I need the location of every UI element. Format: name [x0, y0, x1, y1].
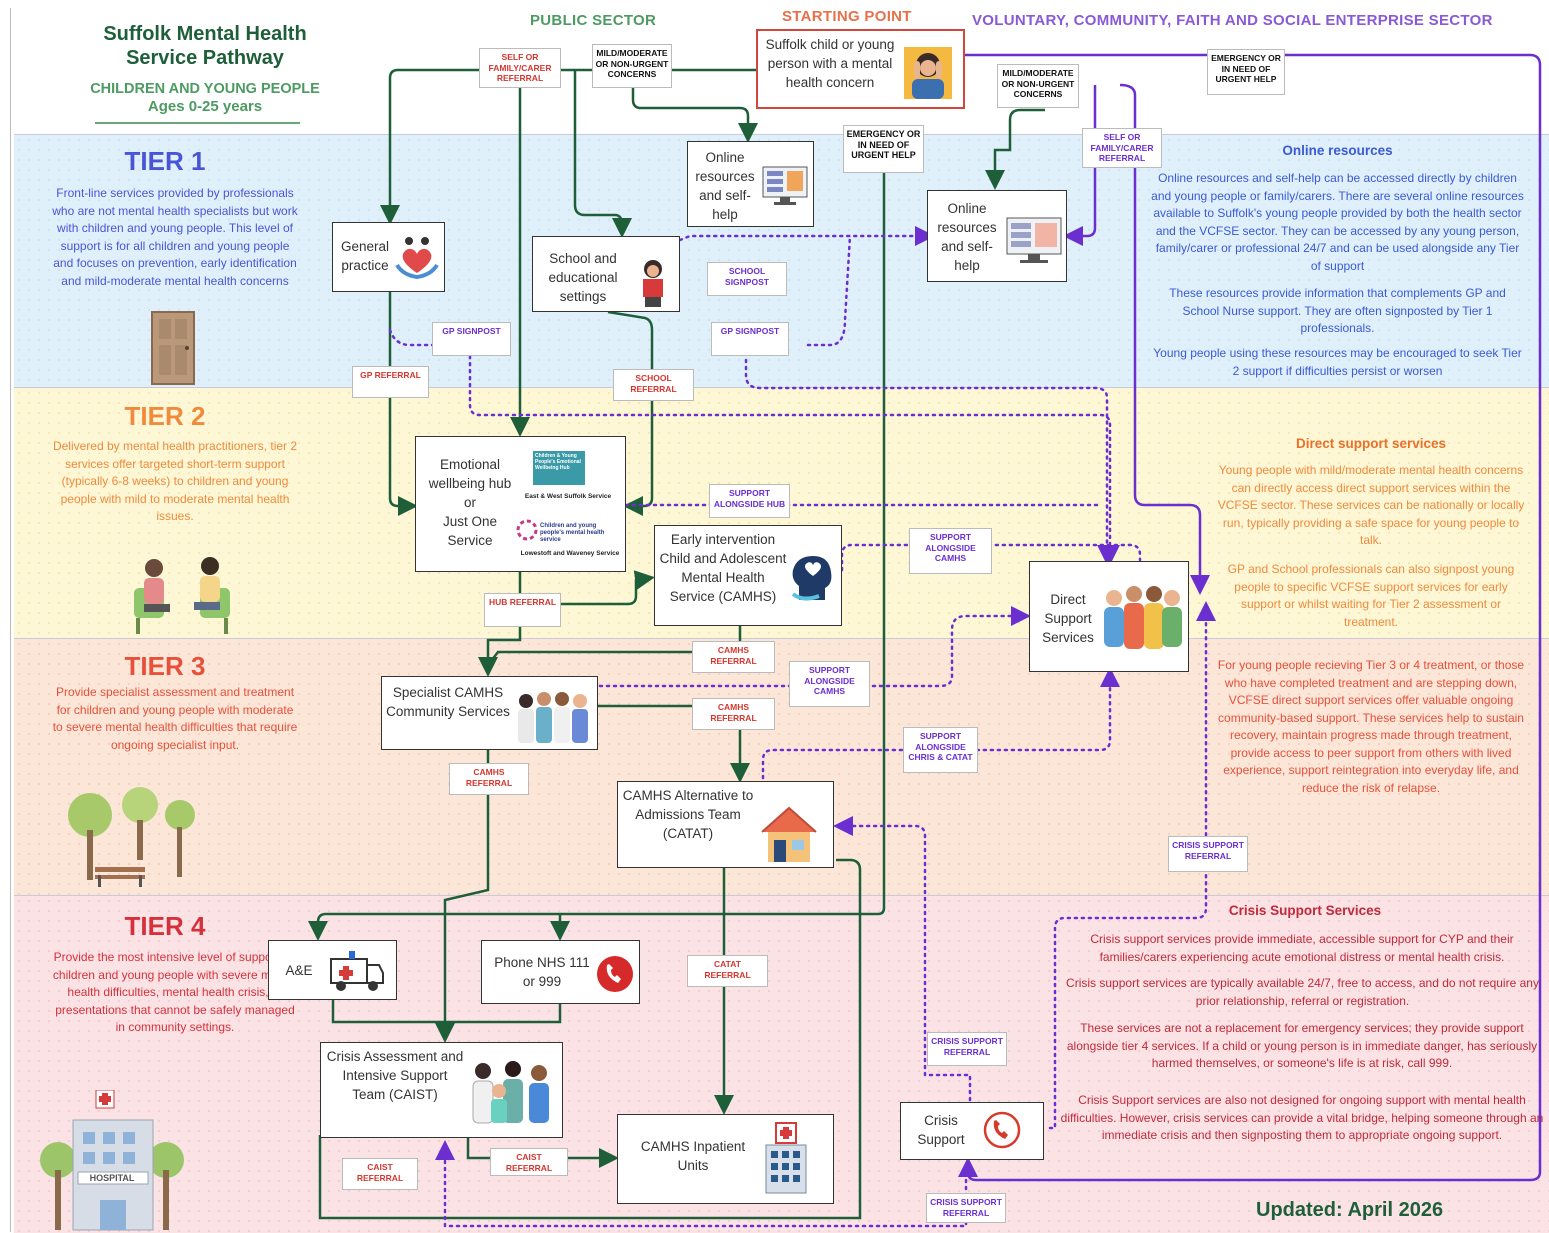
tag-hub-referral: HUB REFERRAL [484, 593, 561, 627]
tier1-title: TIER 1 [124, 146, 206, 176]
phone-icon [597, 956, 633, 992]
distressed-child-icon [904, 47, 952, 99]
tag-self-referral-left: SELF OR FAMILY/CARER REFERRAL [479, 48, 561, 88]
hospital-building-icon [765, 1122, 807, 1194]
tag-mild-left: MILD/MODERATE OR NON-URGENT CONCERNS [592, 44, 672, 88]
direct-support-para-3: For young people recieving Tier 3 or 4 t… [1217, 658, 1525, 795]
tag-camhs-referral-2: CAMHS REFERRAL [692, 698, 775, 730]
tier4-description: Provide the most intensive level of supp… [52, 950, 298, 1034]
tag-support-chris: SUPPORT ALONGSIDE CHRIS & CATAT [903, 727, 978, 773]
crisis-support-para-4: Crisis Support services are also not des… [1060, 1093, 1544, 1142]
tag-mild-right: MILD/MODERATE OR NON-URGENT CONCERNS [997, 64, 1079, 108]
tag-gp-signpost-2: GP SIGNPOST [711, 322, 789, 356]
park-illustration-icon [68, 787, 195, 887]
tier4-title: TIER 4 [124, 911, 206, 941]
online-resources-vcfse-box[interactable]: Online resources and self-help [927, 190, 1067, 282]
tag-camhs-referral-3: CAMHS REFERRAL [449, 763, 529, 795]
student-icon [643, 260, 663, 307]
house-icon [761, 806, 817, 862]
tier2-description: Delivered by mental health practitioners… [52, 439, 298, 523]
young-people-group-icon [1104, 586, 1182, 649]
tag-school-referral: SCHOOL REFERRAL [613, 369, 694, 401]
specialist-camhs-box[interactable]: Specialist CAMHS Community Services [381, 676, 598, 750]
crisis-support-box[interactable]: Crisis Support [900, 1102, 1044, 1160]
tag-support-camhs-2: SUPPORT ALONGSIDE CAMHS [789, 661, 870, 707]
online-resources-para-2: These resources provide information that… [1169, 286, 1506, 335]
left-border [10, 8, 11, 1232]
hub-logo-caption: East & West Suffolk Service [524, 493, 612, 500]
tag-gp-referral: GP REFERRAL [352, 366, 429, 398]
online-resources-heading: Online resources [1282, 143, 1393, 158]
ae-box[interactable]: A&E [268, 940, 397, 1000]
public-sector-heading: PUBLIC SECTOR [530, 12, 657, 29]
tier3-description: Provide specialist assessment and treatm… [52, 685, 298, 752]
crisis-support-para-3: These services are not a replacement for… [1066, 1021, 1538, 1070]
emotional-wellbeing-hub-box[interactable]: Emotional wellbeing hub or Just One Serv… [415, 436, 626, 572]
tag-self-referral-right: SELF OR FAMILY/CARER REFERRAL [1082, 128, 1162, 168]
jos-logo-caption: Lowestoft and Waveney Service [520, 550, 620, 557]
updated-date: Updated: April 2026 [1256, 1199, 1444, 1221]
counselling-illustration-icon [134, 557, 230, 634]
page-subtitle: CHILDREN AND YOUNG PEOPLE Ages 0-25 year… [90, 81, 320, 115]
caist-box[interactable]: Crisis Assessment and Intensive Support … [320, 1042, 563, 1138]
online-resources-para-1: Online resources and self-help can be ac… [1151, 171, 1524, 273]
tag-crisis-ref-3: CRISIS SUPPORT REFERRAL [926, 1193, 1006, 1223]
crisis-support-para-2: Crisis support services are typically av… [1066, 976, 1539, 1008]
starting-point-box[interactable]: Suffolk child or young person with a men… [756, 29, 965, 109]
professionals-team-icon [518, 692, 588, 743]
tag-gp-signpost-1: GP SIGNPOST [432, 322, 511, 356]
jos-logo-text: Children and young people's mental healt… [540, 523, 605, 543]
online-resources-para-3: Young people using these resources may b… [1153, 346, 1522, 378]
page-title: Suffolk Mental Health Service Pathway [103, 23, 307, 69]
tier3-title: TIER 3 [124, 651, 206, 681]
computer-monitor-icon [1006, 217, 1062, 263]
hospital-illustration-icon [40, 1090, 184, 1231]
tag-school-signpost: SCHOOL SIGNPOST [707, 262, 787, 296]
tag-emergency-mid: EMERGENCY OR IN NEED OF URGENT HELP [843, 125, 924, 173]
tag-catat-referral: CATAT REFERRAL [687, 955, 768, 987]
medical-team-icon [472, 1061, 549, 1124]
camhs-inpatient-box[interactable]: CAMHS Inpatient Units [617, 1114, 834, 1204]
hub-logo: Children & Young People's Emotional Well… [533, 451, 585, 485]
subtitle-underline [95, 122, 300, 124]
jos-logo-icon [516, 519, 538, 541]
direct-support-para-2: GP and School professionals can also sig… [1227, 562, 1515, 629]
mental-health-head-icon [791, 556, 832, 601]
catat-box[interactable]: CAMHS Alternative to Admissions Team (CA… [617, 781, 834, 868]
tag-support-hub: SUPPORT ALONGSIDE HUB [709, 484, 790, 518]
tag-emergency-top: EMERGENCY OR IN NEED OF URGENT HELP [1207, 49, 1285, 95]
tag-caist-ref-2: CAIST REFERRAL [342, 1158, 418, 1190]
phone-icon [983, 1111, 1021, 1149]
voluntary-sector-heading: VOLUNTARY, COMMUNITY, FAITH AND SOCIAL E… [972, 12, 1493, 29]
crisis-support-heading: Crisis Support Services [1228, 903, 1382, 918]
tag-caist-ref-1: CAIST REFERRAL [490, 1148, 568, 1176]
crisis-support-para-1: Crisis support services provide immediat… [1090, 932, 1514, 964]
computer-monitor-icon [762, 166, 808, 205]
care-hands-icon [395, 237, 439, 279]
tag-crisis-ref-2: CRISIS SUPPORT REFERRAL [927, 1032, 1007, 1066]
direct-support-services-box[interactable]: Direct Support Services [1029, 561, 1189, 672]
tier1-description: Front-line services provided by professi… [52, 186, 298, 288]
early-intervention-camhs-box[interactable]: Early intervention Child and Adolescent … [654, 525, 842, 626]
online-resources-public-box[interactable]: Online resources and self-help [687, 141, 814, 227]
direct-support-heading: Direct support services [1295, 436, 1447, 451]
tier4-band [14, 895, 1549, 1233]
nhs111-box[interactable]: Phone NHS 111 or 999 [481, 940, 640, 1004]
direct-support-para-1: Young people with mild/moderate mental h… [1217, 463, 1525, 547]
general-practice-box[interactable]: General practice [332, 222, 445, 292]
ambulance-icon [330, 951, 384, 991]
tag-support-camhs-1: SUPPORT ALONGSIDE CAMHS [909, 528, 992, 574]
starting-point-heading: STARTING POINT [782, 8, 912, 25]
hospital-sign: HOSPITAL [89, 1173, 135, 1183]
school-box[interactable]: School and educational settings [532, 236, 680, 312]
tag-crisis-ref-1: CRISIS SUPPORT REFERRAL [1168, 836, 1248, 872]
door-icon [151, 311, 195, 385]
tag-camhs-referral-1: CAMHS REFERRAL [692, 641, 775, 673]
tier2-title: TIER 2 [124, 401, 206, 431]
